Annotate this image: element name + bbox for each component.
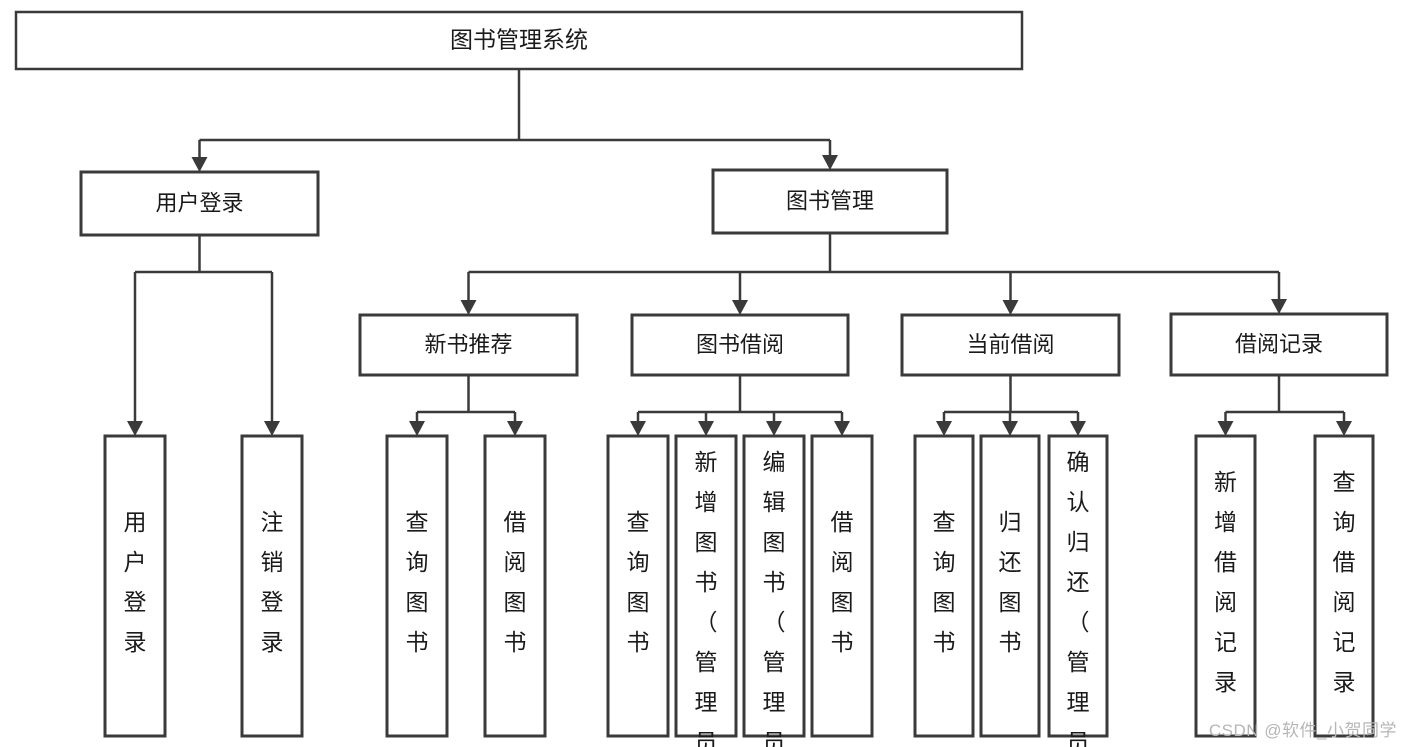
node-借阅图书-leaf-rect: [810, 434, 874, 738]
node-图书管理[interactable]: 图书管理: [711, 168, 949, 235]
arrow-head-icon: [822, 155, 838, 170]
arrow-head-icon: [766, 421, 782, 436]
node-查询图书-leaf-rect: [606, 434, 670, 738]
node-用户登录[interactable]: 用户登录: [79, 170, 320, 237]
node-查询图书-leaf[interactable]: 查询图书: [913, 434, 975, 738]
node-查询借阅记录-leaf[interactable]: 查询借阅记录: [1313, 434, 1375, 738]
arrow-head-icon: [1271, 299, 1287, 314]
leaf-label: 借阅图书: [831, 509, 854, 655]
node-查询借阅记录-leaf-rect: [1313, 434, 1375, 738]
node-用户登录-leaf[interactable]: 用户登录: [103, 434, 167, 738]
leaf-label: 归还图书: [999, 509, 1022, 655]
node-新增图书管理员-leaf-rect: [674, 434, 738, 738]
arrow-head-icon: [1217, 421, 1234, 436]
arrow-head-icon: [127, 421, 143, 436]
node-用户登录-rect: [79, 170, 320, 237]
node-label: 新书推荐: [424, 332, 512, 357]
arrow-head-icon: [936, 421, 952, 436]
arrow-head-icon: [507, 421, 523, 436]
arrow-head-icon: [264, 421, 280, 436]
arrow-head-icon: [1002, 421, 1018, 436]
node-layer: 图书管理系统用户登录图书管理新书推荐图书借阅当前借阅借阅记录用户登录注销登录查询…: [14, 10, 1389, 747]
node-查询图书-leaf[interactable]: 查询图书: [385, 434, 449, 738]
node-label: 图书管理: [786, 188, 874, 213]
node-编辑图书管理员-leaf[interactable]: 编辑图书（管理员）: [742, 434, 806, 747]
arrow-head-icon: [630, 421, 646, 436]
leaf-label: 用户登录: [124, 509, 147, 655]
arrow-head-icon: [1070, 421, 1086, 436]
node-借阅记录-rect: [1169, 312, 1389, 377]
connector-layer: [127, 69, 1352, 436]
arrow-head-icon: [409, 421, 425, 436]
leaf-label: 借阅图书: [504, 509, 527, 655]
node-图书借阅-rect: [630, 313, 850, 377]
node-当前借阅[interactable]: 当前借阅: [900, 313, 1121, 377]
node-归还图书-leaf[interactable]: 归还图书: [979, 434, 1041, 738]
node-label: 当前借阅: [966, 332, 1054, 357]
arrow-head-icon: [1336, 421, 1352, 436]
leaf-label: 新增借阅记录: [1214, 469, 1237, 695]
node-图书借阅[interactable]: 图书借阅: [630, 313, 850, 377]
arrow-head-icon: [460, 300, 477, 315]
node-借阅记录[interactable]: 借阅记录: [1169, 312, 1389, 377]
node-图书管理系统-rect: [14, 10, 1024, 71]
leaf-label: 查询图书: [627, 509, 650, 655]
leaf-label: 新增图书（管理员）: [695, 449, 718, 747]
node-查询图书-leaf-rect: [913, 434, 975, 738]
node-新书推荐-rect: [358, 313, 579, 377]
node-借阅图书-leaf[interactable]: 借阅图书: [483, 434, 547, 738]
leaf-label: 注销登录: [261, 509, 284, 655]
leaf-label: 查询借阅记录: [1333, 469, 1356, 695]
leaf-label: 编辑图书（管理员）: [763, 449, 786, 747]
node-label: 图书借阅: [696, 332, 784, 357]
arrow-head-icon: [1002, 300, 1019, 315]
node-确认归还管理员-leaf[interactable]: 确认归还（管理员）: [1047, 434, 1109, 747]
node-新增借阅记录-leaf[interactable]: 新增借阅记录: [1194, 434, 1257, 738]
leaf-label: 查询图书: [406, 509, 429, 655]
node-注销登录-leaf[interactable]: 注销登录: [240, 434, 304, 738]
node-确认归还管理员-leaf-rect: [1047, 434, 1109, 738]
watermark: CSDN @软件_小贺同学: [1208, 721, 1397, 740]
leaf-label: 查询图书: [933, 509, 956, 655]
node-注销登录-leaf-rect: [240, 434, 304, 738]
node-label: 用户登录: [155, 190, 243, 215]
node-图书管理系统[interactable]: 图书管理系统: [14, 10, 1024, 71]
arrow-head-icon: [698, 421, 714, 436]
node-图书管理-rect: [711, 168, 949, 235]
leaf-label: 确认归还（管理员）: [1067, 449, 1090, 747]
node-查询图书-leaf[interactable]: 查询图书: [606, 434, 670, 738]
node-label: 图书管理系统: [450, 27, 588, 53]
node-label: 借阅记录: [1235, 331, 1323, 356]
node-查询图书-leaf-rect: [385, 434, 449, 738]
node-当前借阅-rect: [900, 313, 1121, 377]
node-新增借阅记录-leaf-rect: [1194, 434, 1257, 738]
arrow-head-icon: [834, 421, 850, 436]
node-编辑图书管理员-leaf-rect: [742, 434, 806, 738]
arrow-head-icon: [191, 157, 208, 172]
node-新书推荐[interactable]: 新书推荐: [358, 313, 579, 377]
node-借阅图书-leaf-rect: [483, 434, 547, 738]
arrow-head-icon: [732, 300, 748, 315]
node-新增图书管理员-leaf[interactable]: 新增图书（管理员）: [674, 434, 738, 747]
node-用户登录-leaf-rect: [103, 434, 167, 738]
node-借阅图书-leaf[interactable]: 借阅图书: [810, 434, 874, 738]
node-归还图书-leaf-rect: [979, 434, 1041, 738]
